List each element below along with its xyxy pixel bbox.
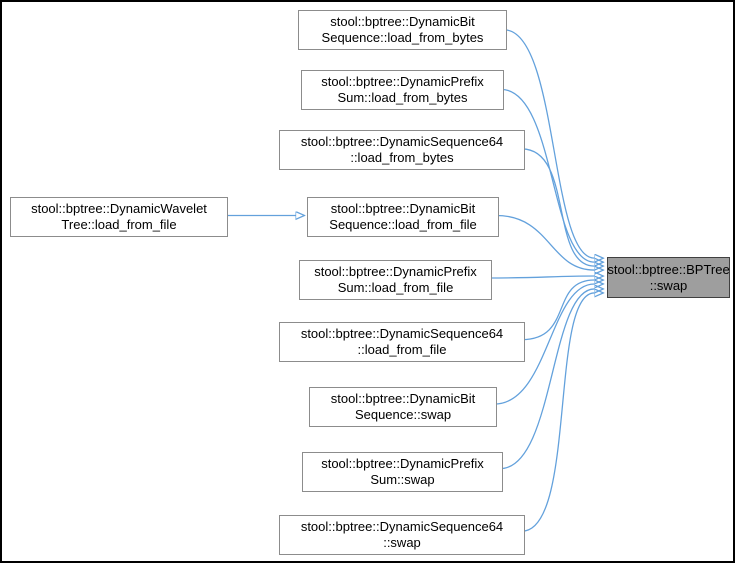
node-label-line2: Sum::load_from_bytes (337, 90, 468, 105)
node-bptree-swap: stool::bptree::BPTree ::swap (607, 257, 730, 298)
node-dynamic-prefix-sum-swap[interactable]: stool::bptree::DynamicPrefix Sum::swap (302, 452, 503, 492)
node-dynamic-prefix-sum-load-from-bytes[interactable]: stool::bptree::DynamicPrefix Sum::load_f… (301, 70, 504, 110)
node-dynamic-prefix-sum-load-from-file[interactable]: stool::bptree::DynamicPrefix Sum::load_f… (299, 260, 492, 300)
node-label-line2: Sum::load_from_file (337, 280, 454, 295)
node-label-line2: Sum::swap (370, 472, 435, 487)
edge-prefixsum-load-from-bytes-to-swap (501, 88, 594, 262)
node-label-line1: stool::bptree::BPTree (607, 261, 730, 277)
node-label-line1: stool::bptree::DynamicWavelet (31, 201, 207, 216)
node-dynamic-sequence64-swap[interactable]: stool::bptree::DynamicSequence64 ::swap (279, 515, 525, 555)
node-label-line2: ::swap (383, 535, 421, 550)
node-dynamic-wavelet-tree-load-from-file[interactable]: stool::bptree::DynamicWavelet Tree::load… (10, 197, 228, 237)
node-label-line2: Sequence::load_from_file (329, 217, 477, 232)
edge-sequence64-load-from-file-to-swap (521, 280, 594, 341)
node-label-line1: stool::bptree::DynamicBit (330, 14, 475, 29)
node-dynamic-sequence64-load-from-file[interactable]: stool::bptree::DynamicSequence64 ::load_… (279, 322, 525, 362)
node-label-line1: stool::bptree::DynamicSequence64 (300, 519, 504, 534)
edge-sequence64-load-from-bytes-to-swap (521, 148, 594, 266)
node-label-line2: ::load_from_bytes (350, 150, 454, 165)
node-dynamic-sequence64-load-from-bytes[interactable]: stool::bptree::DynamicSequence64 ::load_… (279, 130, 525, 170)
node-label-line1: stool::bptree::DynamicSequence64 (300, 326, 504, 341)
node-label-line2: Sequence::load_from_bytes (321, 30, 484, 45)
node-dynamic-bit-sequence-load-from-file[interactable]: stool::bptree::DynamicBit Sequence::load… (307, 197, 499, 237)
node-label-line2: Tree::load_from_file (61, 217, 177, 232)
node-label-line2: ::swap (649, 277, 688, 293)
node-dynamic-bit-sequence-swap[interactable]: stool::bptree::DynamicBit Sequence::swap (309, 387, 497, 427)
edge-bitsequence-load-from-file-to-swap (496, 214, 594, 270)
node-label-line1: stool::bptree::DynamicPrefix (321, 74, 484, 89)
node-label-line1: stool::bptree::DynamicBit (330, 201, 476, 216)
edge-prefixsum-load-from-file-to-swap (489, 276, 594, 278)
node-label-line1: stool::bptree::DynamicSequence64 (300, 134, 504, 149)
node-label-line2: Sequence::swap (354, 407, 452, 422)
edge-sequence64-swap-to-swap (521, 293, 594, 532)
node-dynamic-bit-sequence-load-from-bytes[interactable]: stool::bptree::DynamicBit Sequence::load… (298, 10, 507, 50)
node-label-line2: ::load_from_file (357, 342, 447, 357)
node-label-line1: stool::bptree::DynamicPrefix (314, 264, 477, 279)
edge-prefixsum-swap-to-swap (500, 289, 594, 470)
node-label-line1: stool::bptree::DynamicBit (330, 391, 476, 406)
node-label-line1: stool::bptree::DynamicPrefix (321, 456, 484, 471)
